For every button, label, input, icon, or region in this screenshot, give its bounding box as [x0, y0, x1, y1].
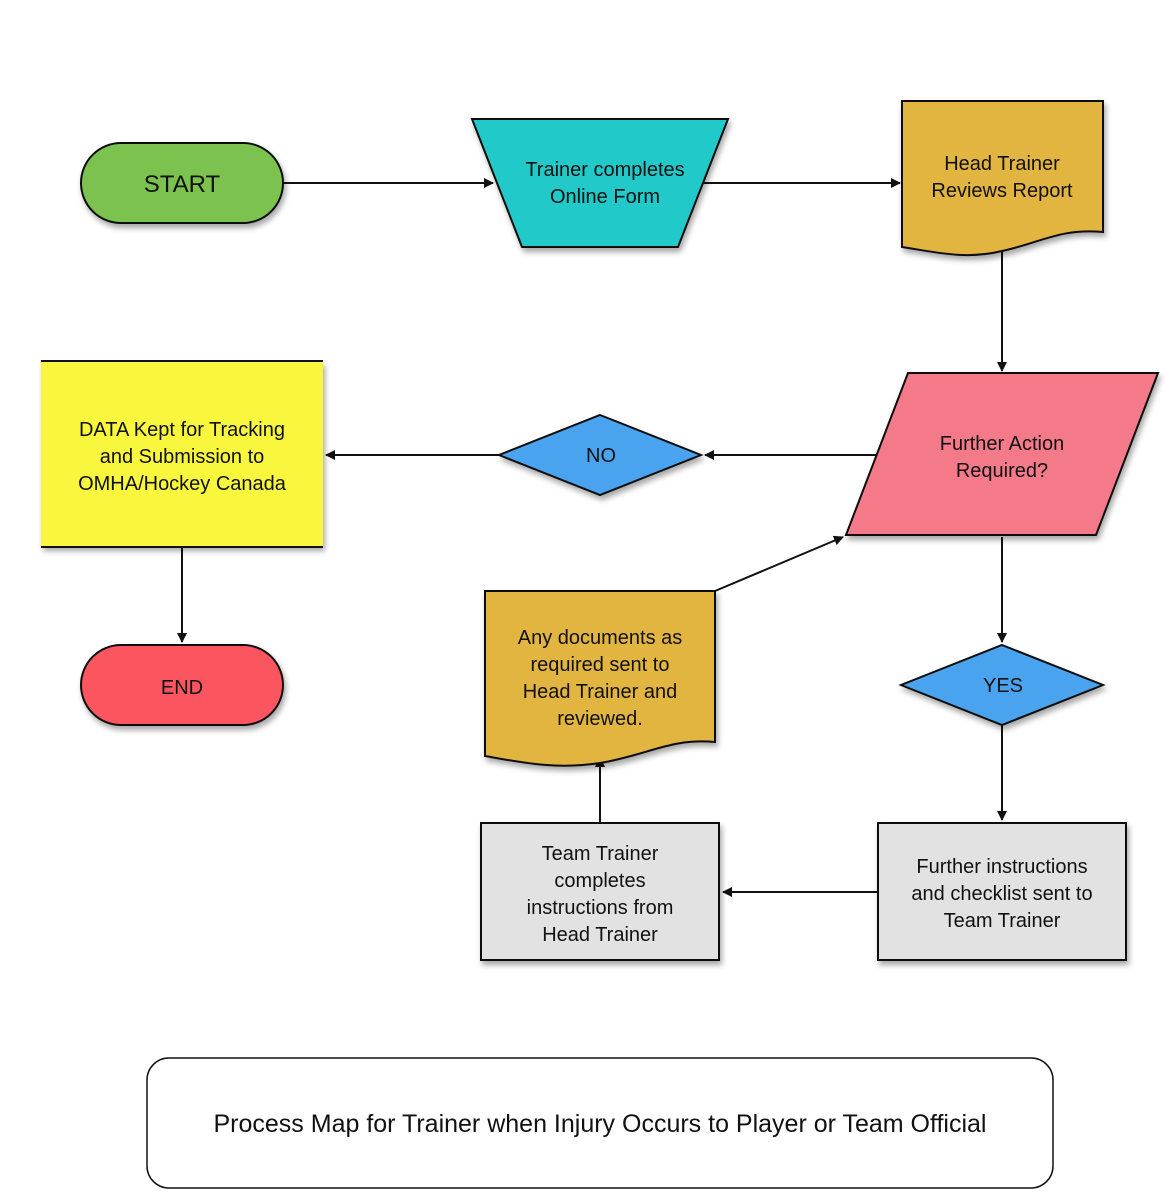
- start-label: START: [144, 171, 221, 198]
- node-head-review[interactable]: Head Trainer Reviews Report: [901, 100, 1104, 257]
- head-review-label-line-1: Head Trainer: [944, 153, 1060, 175]
- data-kept-label-line-1: DATA Kept for Tracking: [79, 419, 285, 441]
- team-trainer-completes-shape: [480, 822, 720, 961]
- no-label: NO: [586, 445, 616, 467]
- node-data-kept[interactable]: DATA Kept for Tracking and Submission to…: [41, 360, 323, 548]
- end-terminator-shape: [80, 644, 284, 726]
- node-start[interactable]: START: [80, 142, 284, 224]
- further-action-label-line-1: Further Action: [940, 433, 1065, 455]
- edges: [177, 178, 1007, 897]
- start-terminator-shape: [80, 142, 284, 224]
- node-end[interactable]: END: [80, 644, 284, 726]
- team-trainer-label-line-2: completes: [554, 870, 645, 892]
- online-form-shape: [470, 118, 730, 248]
- head-review-label-line-2: Reviews Report: [931, 180, 1073, 202]
- documents-sent-document-shape: [484, 590, 716, 767]
- further-instructions-label-line-1: Further instructions: [916, 856, 1087, 878]
- end-label: END: [161, 677, 203, 699]
- head-review-document-shape: [901, 100, 1104, 257]
- data-kept-label-line-2: and Submission to: [100, 446, 265, 468]
- diagram-title: Process Map for Trainer when Injury Occu…: [214, 1110, 987, 1138]
- team-trainer-label-line-1: Team Trainer: [542, 843, 659, 865]
- data-kept-shape: [41, 361, 323, 547]
- documents-sent-label-line-2: required sent to: [531, 654, 670, 676]
- documents-sent-label-line-1: Any documents as: [518, 627, 683, 649]
- online-form-label-line-1: Trainer completes: [525, 159, 684, 181]
- node-yes[interactable]: YES: [898, 643, 1106, 727]
- node-team-trainer-completes[interactable]: Team Trainer completes instructions from…: [480, 822, 720, 961]
- further-instructions-shape: [877, 822, 1127, 961]
- data-kept-label-line-3: OMHA/Hockey Canada: [78, 473, 287, 495]
- node-further-instructions[interactable]: Further instructions and checklist sent …: [877, 822, 1127, 961]
- node-no[interactable]: NO: [496, 413, 704, 497]
- documents-sent-label-line-4: reviewed.: [557, 708, 643, 730]
- title-box-frame: [146, 1057, 1054, 1189]
- node-documents-sent[interactable]: Any documents as required sent to Head T…: [484, 590, 716, 767]
- title-box: Process Map for Trainer when Injury Occu…: [146, 1057, 1054, 1189]
- node-online-form[interactable]: Trainer completes Online Form: [470, 118, 730, 248]
- further-action-label-line-2: Required?: [956, 460, 1048, 482]
- further-instructions-label-line-3: Team Trainer: [944, 910, 1061, 932]
- node-further-action[interactable]: Further Action Required?: [844, 372, 1160, 536]
- online-form-label-line-2: Online Form: [550, 186, 660, 208]
- further-instructions-label-line-2: and checklist sent to: [911, 883, 1092, 905]
- further-action-shape: [844, 372, 1160, 536]
- documents-sent-label-line-3: Head Trainer and: [523, 681, 678, 703]
- edge-documents-to-further-action: [714, 535, 844, 592]
- yes-decision-shape: [898, 643, 1106, 727]
- yes-label: YES: [983, 675, 1023, 697]
- no-decision-shape: [496, 413, 704, 497]
- team-trainer-label-line-4: Head Trainer: [542, 924, 658, 946]
- team-trainer-label-line-3: instructions from: [527, 897, 674, 919]
